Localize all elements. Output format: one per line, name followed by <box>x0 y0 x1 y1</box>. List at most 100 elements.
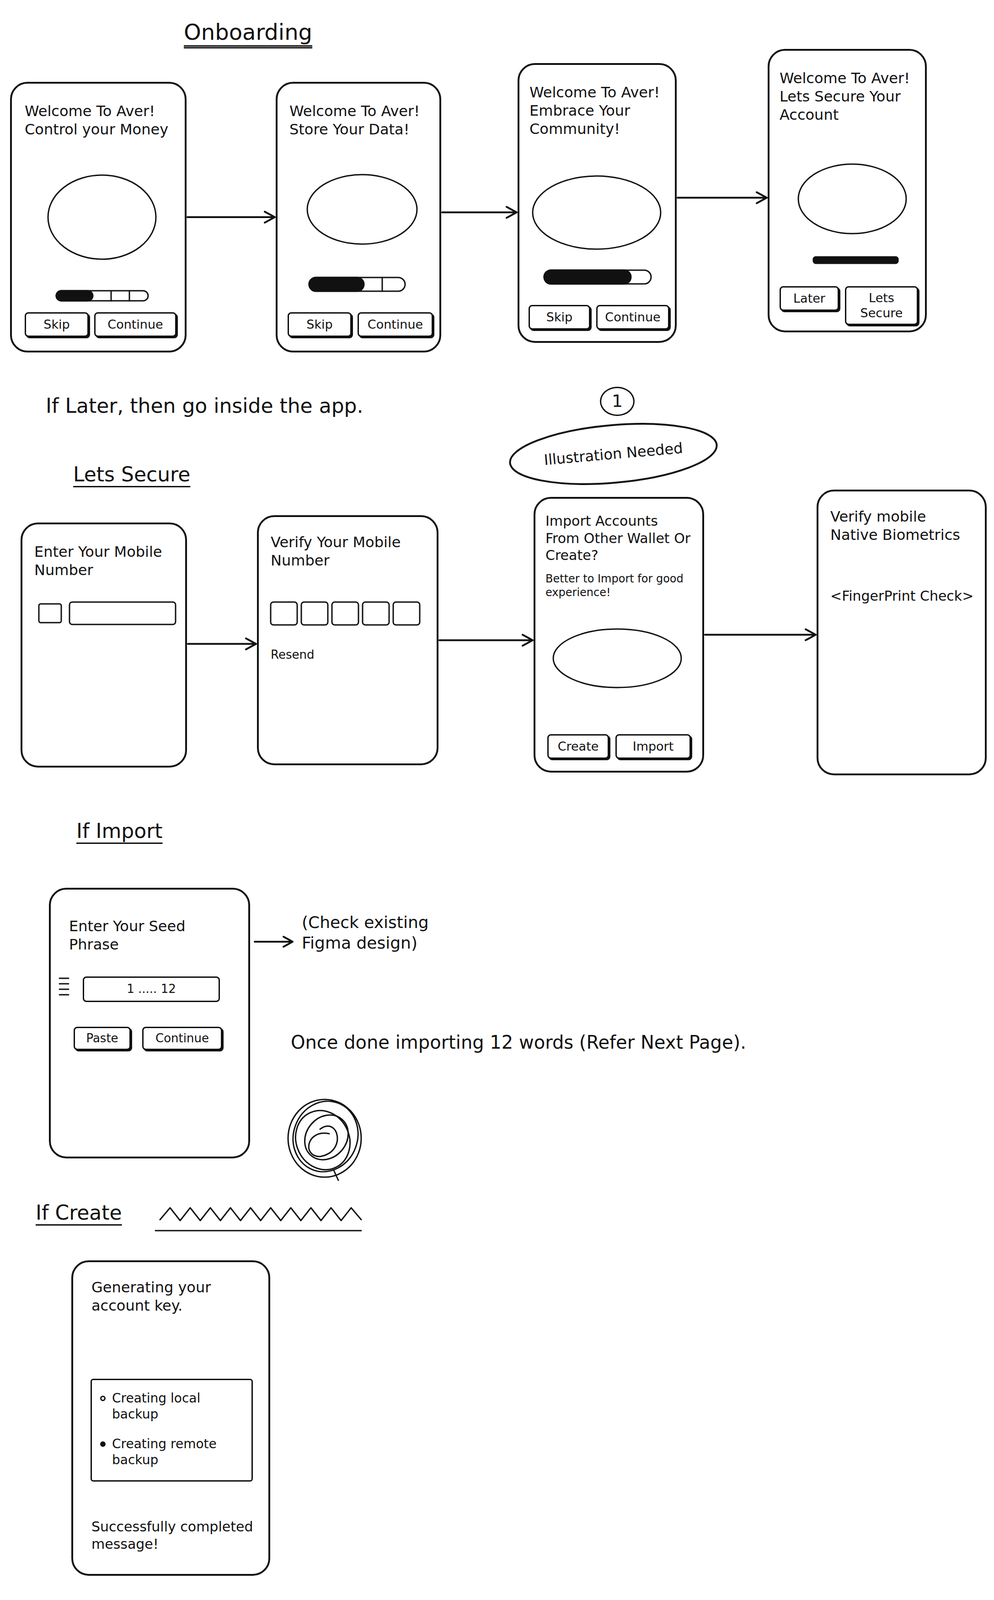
flow-arrow <box>187 638 257 650</box>
progress-bar <box>544 270 652 284</box>
scribble <box>308 1126 339 1181</box>
button-label: Skip <box>306 317 333 332</box>
flow-arrow <box>705 629 816 641</box>
drag-handle <box>59 978 69 995</box>
screen-text: Enter Your Seed Phrase <box>69 917 234 954</box>
button-box: Skip <box>528 304 591 330</box>
button-label: Create <box>557 739 599 754</box>
screen-text: Generating your account key. <box>91 1278 254 1315</box>
section-heading: Lets Secure <box>73 461 191 487</box>
bullet-dot <box>100 1441 106 1448</box>
button-box: Skip <box>287 312 352 337</box>
input-box <box>69 602 176 625</box>
button-label: Paste <box>85 1031 118 1046</box>
button-box: Later <box>779 286 840 311</box>
screen-text: Resend <box>270 647 363 663</box>
button-label: Import <box>632 739 674 754</box>
button-box: Continue <box>596 304 670 330</box>
flow-arrow <box>677 192 767 204</box>
button-label: Lets Secure <box>850 290 913 321</box>
screen-text: Successfully completed message! <box>91 1518 254 1553</box>
otp-box <box>301 602 328 626</box>
otp-box <box>331 602 359 626</box>
illustration-blob <box>307 174 417 245</box>
screen-text: Welcome To Aver! Control your Money <box>24 101 172 139</box>
phone-screen: Welcome To Aver! Control your MoneySkip C… <box>10 81 187 353</box>
screen-text: Better to Import for good experience! <box>545 571 695 600</box>
scribble <box>295 1106 358 1169</box>
button-label: Continue <box>155 1031 209 1046</box>
flow-arrow <box>442 207 517 219</box>
button-box: Import <box>615 734 691 759</box>
phone-screen: Import Accounts From Other Wallet Or Cre… <box>533 497 705 773</box>
progress-fill <box>309 277 364 292</box>
illustration-blob <box>553 629 682 688</box>
screen-text: Welcome To Aver! Lets Secure Your Accoun… <box>779 69 917 124</box>
note-text: (Check existing Figma design) <box>301 912 476 954</box>
note-text: Once done importing 12 words (Refer Next… <box>290 1031 747 1054</box>
progress-fill <box>56 290 93 301</box>
progress-divider <box>381 277 384 292</box>
section-heading: If Import <box>76 818 163 844</box>
phone-screen: Verify Your Mobile NumberResend <box>256 515 439 766</box>
screen-text: Verify mobile Native Biometrics <box>830 507 975 545</box>
strike-scribble <box>160 1207 362 1221</box>
phone-screen: Enter Your Seed Phrase 1 ..... 12 Paste Con… <box>48 887 251 1159</box>
button-label: Continue <box>367 317 423 332</box>
diagram-title: Onboarding <box>183 18 313 46</box>
bullet-dot <box>100 1395 106 1402</box>
progress-fill <box>813 256 898 264</box>
screen-text: Import Accounts From Other Wallet Or Cre… <box>545 512 695 565</box>
button-label: Continue <box>107 317 163 332</box>
otp-box <box>393 602 420 626</box>
phone-screen: Welcome To Aver! Embrace Your Community!… <box>517 63 677 343</box>
note-ellipse: Illustration Needed <box>505 414 722 494</box>
illustration-blob <box>798 164 907 234</box>
note-text: If Later, then go inside the app. <box>45 393 364 419</box>
status-item: Creating remote backup <box>112 1436 245 1469</box>
illustration-blob <box>48 175 156 260</box>
callout-number: 1 <box>599 386 635 417</box>
otp-box <box>362 602 390 626</box>
section-heading: If Create <box>35 1200 123 1226</box>
phone-screen: Generating your account key. Successfully… <box>71 1260 271 1577</box>
button-label: Continue <box>604 309 661 325</box>
phone-screen: Welcome To Aver! Lets Secure Your Accoun… <box>767 48 927 333</box>
progress-bar <box>56 290 149 301</box>
button-label: Later <box>793 291 826 306</box>
button-label: Skip <box>546 309 573 325</box>
screen-text: Verify Your Mobile Number <box>270 533 425 570</box>
phone-screen: Verify mobile Native Biometrics<FingerPr… <box>816 489 987 776</box>
progress-bar <box>309 277 406 292</box>
progress-divider <box>128 290 131 301</box>
input-text: 1 ..... 12 <box>126 982 176 997</box>
button-label: Skip <box>43 317 70 332</box>
button-box: Continue <box>142 1026 223 1051</box>
screen-text: Enter Your Mobile Number <box>34 542 174 580</box>
progress-divider <box>110 290 113 301</box>
input-box <box>38 603 62 623</box>
ellipse-outline <box>507 416 720 492</box>
flow-arrow <box>187 211 275 223</box>
status-item: Creating local backup <box>112 1390 245 1423</box>
flow-arrow <box>439 635 533 647</box>
button-box: Continue <box>357 312 433 337</box>
progress-fill <box>544 270 631 284</box>
status-box: Creating local backupCreating remote bac… <box>90 1378 253 1482</box>
note-text: Illustration Needed <box>543 439 684 470</box>
input-field: 1 ..... 12 <box>82 976 220 1003</box>
scribble <box>283 1092 369 1182</box>
button-box: Create <box>547 734 610 759</box>
illustration-blob <box>532 176 661 250</box>
screen-text: Welcome To Aver! Embrace Your Community! <box>529 83 667 139</box>
underline <box>155 1230 362 1232</box>
leader-arrow <box>254 936 293 947</box>
button-box: Skip <box>24 312 89 337</box>
scribble <box>286 1101 360 1180</box>
button-box: Continue <box>94 312 177 337</box>
button-box: Lets Secure <box>844 286 919 326</box>
phone-screen: Welcome To Aver! Store Your Data!SkipCon… <box>275 81 442 353</box>
button-box: Paste <box>73 1026 131 1051</box>
